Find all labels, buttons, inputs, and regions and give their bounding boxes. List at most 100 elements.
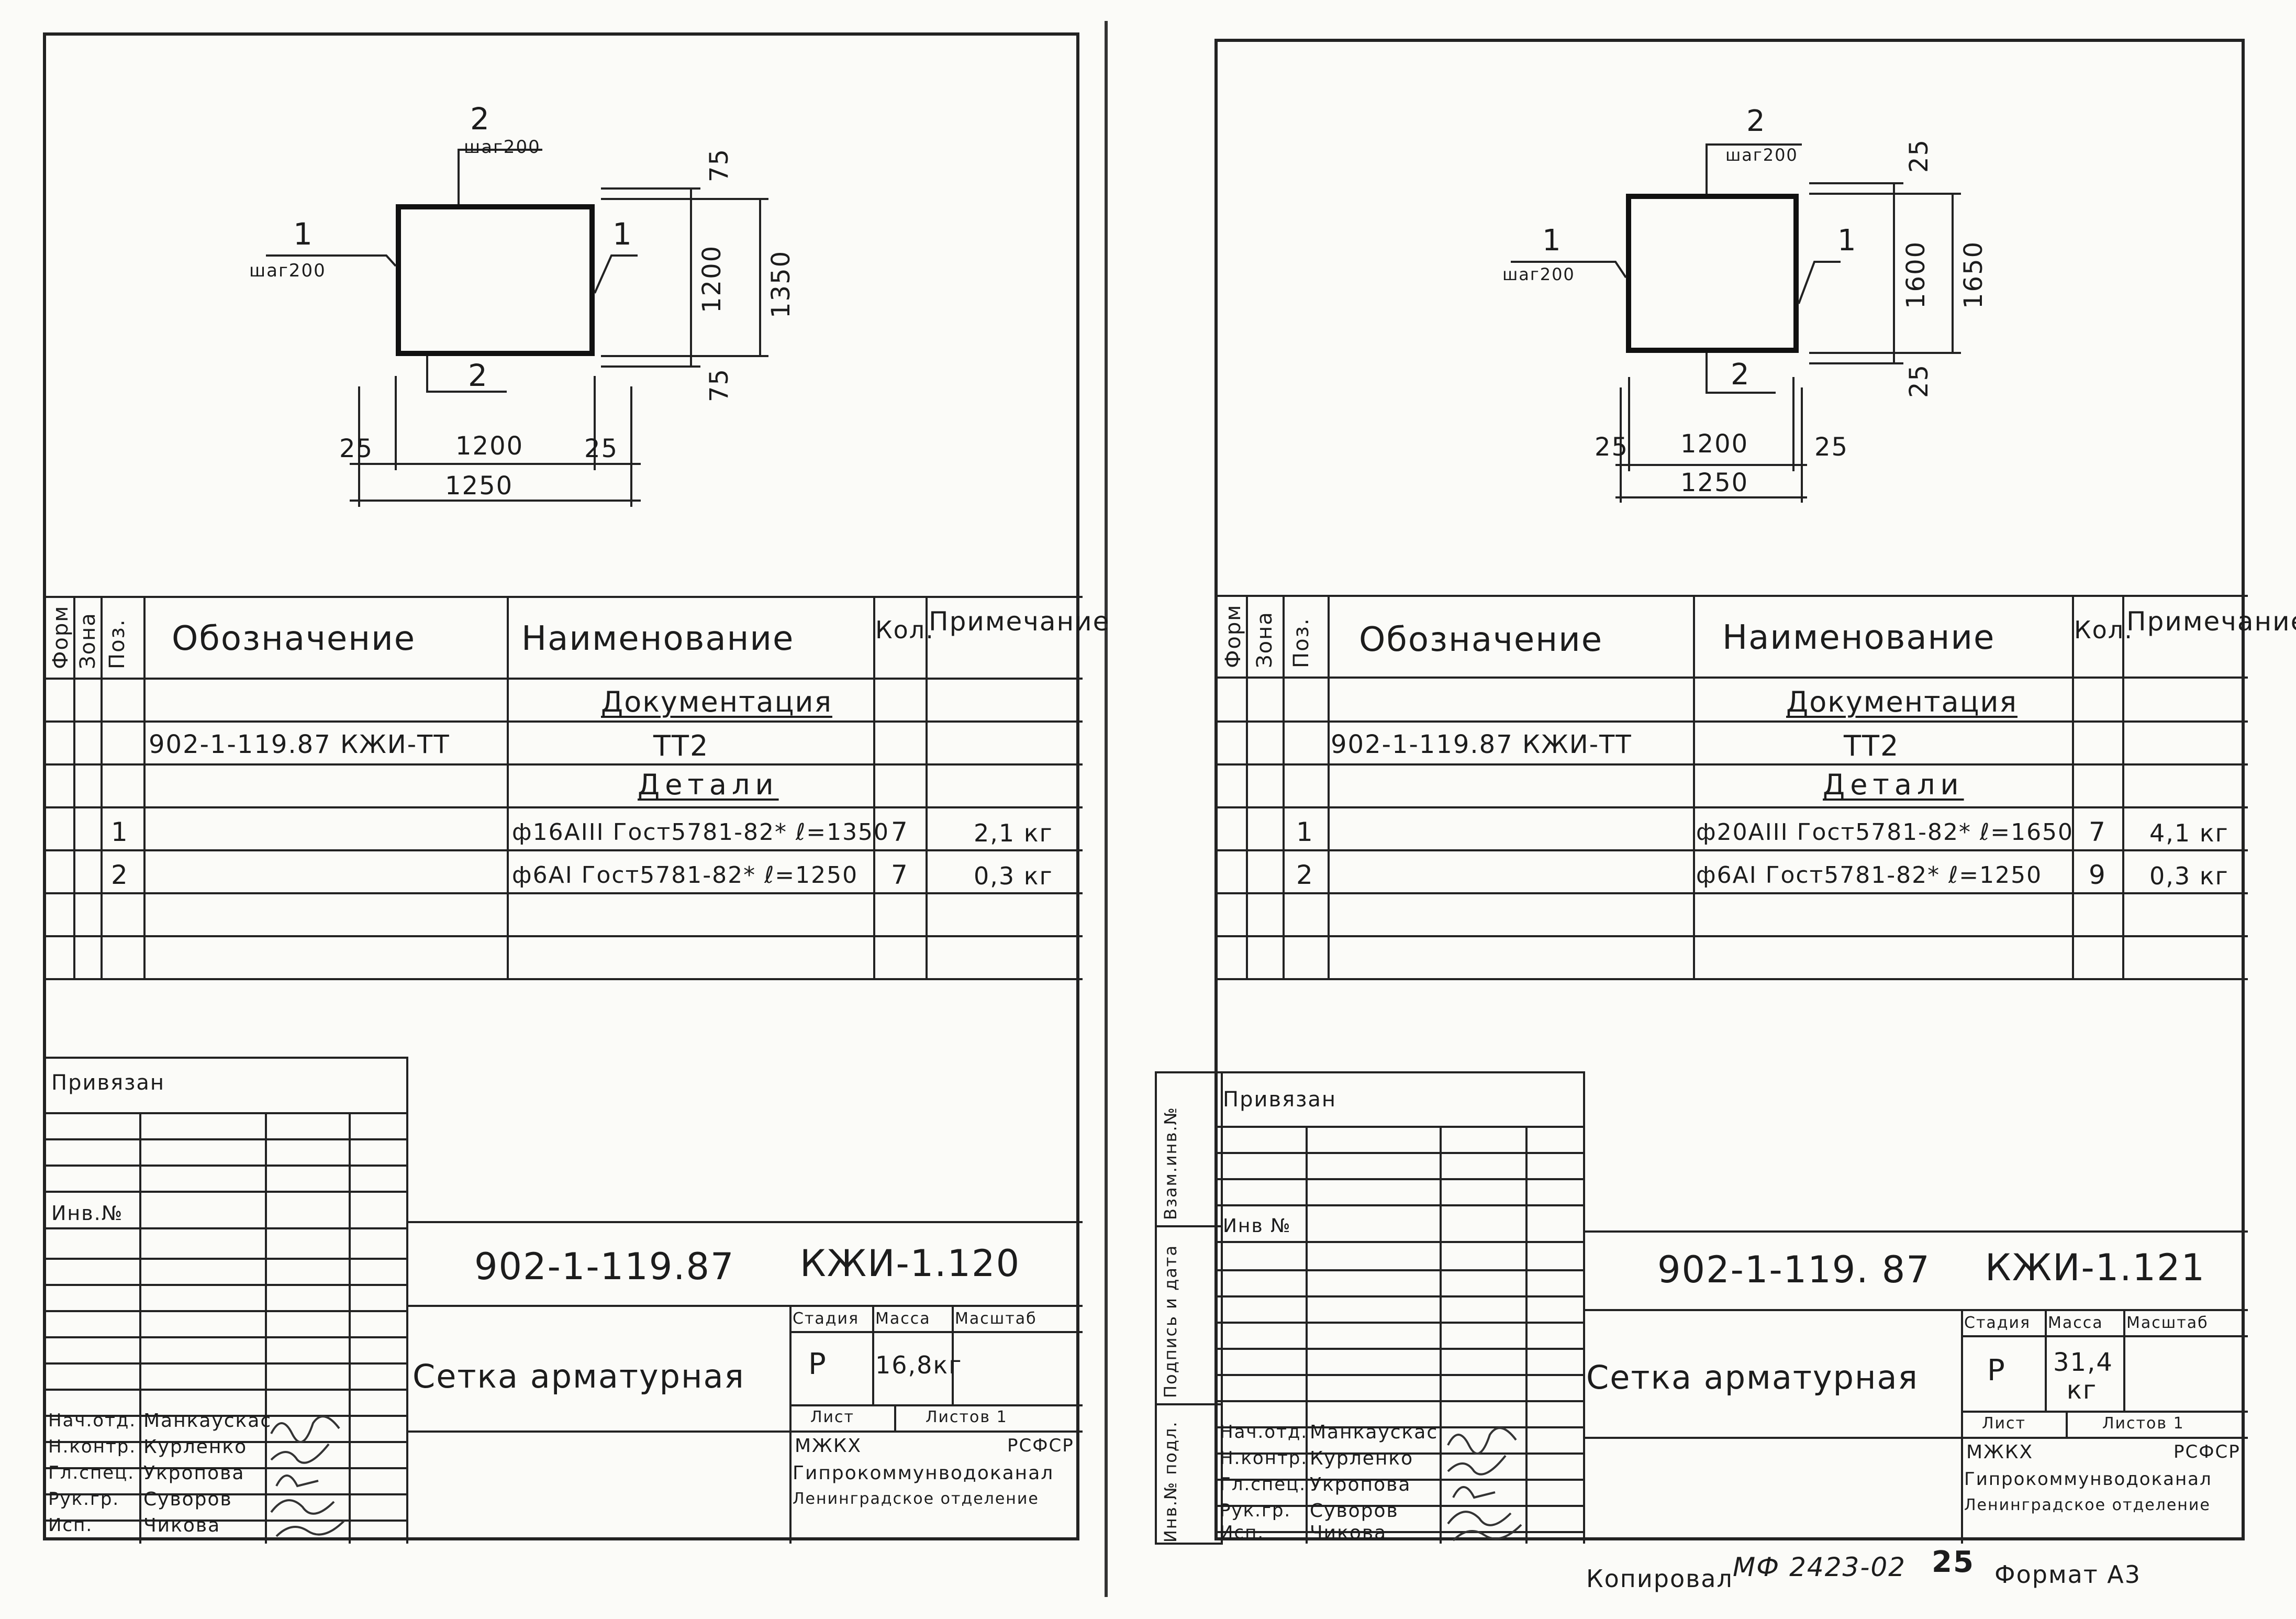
dim-left: 25 bbox=[339, 434, 374, 463]
bar-top-step: шаг200 bbox=[1725, 145, 1798, 165]
bar-bottom-label: 2 bbox=[468, 358, 488, 393]
scale-label: Масштаб bbox=[955, 1310, 1037, 1328]
stage-label: Стадия bbox=[793, 1310, 860, 1328]
org-country: РСФСР bbox=[1007, 1435, 1074, 1456]
stage-value: Р bbox=[808, 1347, 827, 1381]
document-code: 902-1-119. 87 bbox=[1657, 1248, 1931, 1291]
signatures bbox=[1447, 1427, 1522, 1542]
role-norm-control: Н.контр. bbox=[48, 1436, 137, 1457]
lists-label: Листов 1 bbox=[926, 1408, 1008, 1426]
row-pos: 2 bbox=[111, 860, 129, 890]
row-name: ТТ2 bbox=[653, 729, 709, 762]
dim-width: 1200 bbox=[455, 431, 524, 461]
format-label: Формат А3 bbox=[1994, 1560, 2141, 1589]
org-ministry: МЖКХ bbox=[795, 1435, 862, 1457]
binding-label: Привязан bbox=[51, 1071, 165, 1095]
dimension-lines bbox=[1511, 143, 1961, 503]
page-number: 25 bbox=[1932, 1545, 1975, 1579]
document-code: 902-1-119.87 bbox=[474, 1245, 735, 1288]
row-designation: 902-1-119.87 КЖИ-ТТ bbox=[149, 730, 450, 759]
row-qty: 7 bbox=[2089, 817, 2106, 847]
row-name: ф6АI Гост5781-82* ℓ=1250 bbox=[1696, 862, 2043, 889]
dim-height: 1200 bbox=[697, 245, 727, 313]
role-group-lead: Рук.гр. bbox=[1220, 1500, 1291, 1521]
header-name: Наименование bbox=[521, 619, 795, 658]
header-qty: Кол. bbox=[2074, 616, 2133, 644]
bar-left-label: 1 bbox=[293, 216, 314, 252]
row-note: 4,1 кг bbox=[2149, 819, 2229, 847]
role-chief-spec: Гл.спец. bbox=[48, 1462, 135, 1483]
org-ministry: МЖКХ bbox=[1966, 1441, 2034, 1463]
lists-label: Листов 1 bbox=[2102, 1414, 2184, 1433]
org-branch: Ленинградское отделение bbox=[793, 1490, 1039, 1508]
side-label-original-inv: Инв.№ подл. bbox=[1161, 1421, 1180, 1543]
org-institute: Гипрокоммунводоканал bbox=[793, 1462, 1054, 1484]
side-label-replacement-inv: Взам.инв.№ bbox=[1161, 1106, 1180, 1220]
bar-top-label: 2 bbox=[470, 101, 491, 137]
side-label-signature-date: Подпись и дата bbox=[1161, 1244, 1180, 1398]
org-institute: Гипрокоммунводоканал bbox=[1964, 1469, 2212, 1490]
person-executor: Чикова bbox=[143, 1515, 221, 1536]
row-name: ТТ2 bbox=[1844, 729, 1900, 762]
row-qty: 7 bbox=[891, 817, 909, 847]
bar-top bbox=[1626, 194, 1799, 199]
org-branch: Ленинградское отделение bbox=[1964, 1496, 2211, 1514]
role-norm-control: Н.контр. bbox=[1220, 1448, 1308, 1469]
row-pos: 2 bbox=[1296, 860, 1314, 890]
mass-label: Масса bbox=[2048, 1314, 2103, 1332]
signatures bbox=[270, 1415, 345, 1537]
header-qty: Кол. bbox=[875, 616, 934, 644]
bar-left-step: шаг200 bbox=[1502, 264, 1575, 284]
person-head: Манкаускас bbox=[143, 1410, 272, 1432]
header-designation: Обозначение bbox=[172, 619, 416, 658]
sheet-code: КЖИ-1.121 bbox=[1985, 1246, 2206, 1289]
row-name: ф20АIII Гост5781-82* ℓ=1650 bbox=[1696, 819, 2074, 846]
bar-left-label: 1 bbox=[1542, 224, 1562, 258]
list-label: Лист bbox=[810, 1408, 855, 1426]
bar-right-label: 1 bbox=[1837, 224, 1857, 258]
bar-right bbox=[1793, 194, 1799, 353]
row-qty: 9 bbox=[2089, 860, 2106, 890]
dim-top: 25 bbox=[1904, 138, 1934, 173]
inventory-label: Инв № bbox=[1223, 1215, 1291, 1237]
row-note: 0,3 кг bbox=[2149, 862, 2229, 890]
sheet-title: Сетка арматурная bbox=[413, 1357, 745, 1395]
dim-top: 75 bbox=[705, 148, 734, 182]
row-note: 0,3 кг bbox=[974, 862, 1053, 890]
mass-value: 16,8кг bbox=[875, 1351, 963, 1379]
row-name: ф16АIII Гост5781-82* ℓ=1350 bbox=[512, 819, 890, 846]
header-note: Примечание bbox=[2126, 606, 2296, 637]
scale-label: Масштаб bbox=[2126, 1314, 2209, 1332]
bar-left bbox=[396, 204, 401, 356]
row-name: Детали bbox=[1823, 768, 1964, 801]
dim-right: 25 bbox=[584, 434, 619, 463]
role-head: Нач.отд. bbox=[48, 1410, 137, 1431]
role-group-lead: Рук.гр. bbox=[48, 1489, 120, 1510]
person-group-lead: Суворов bbox=[1310, 1500, 1399, 1522]
dimension-lines bbox=[266, 149, 768, 507]
person-executor: Чикова bbox=[1310, 1522, 1387, 1544]
dim-total-height: 1350 bbox=[766, 250, 796, 318]
person-chief-spec: Укропова bbox=[1310, 1474, 1411, 1495]
drawing-sheet-right: 2 шаг200 1 шаг200 1 2 25 1600 1650 25 25… bbox=[1155, 39, 2296, 1545]
row-name: ф6АI Гост5781-82* ℓ=1250 bbox=[512, 862, 859, 889]
dim-height: 1600 bbox=[1901, 240, 1931, 309]
bar-top bbox=[396, 204, 595, 209]
bar-bottom-label: 2 bbox=[1731, 358, 1751, 392]
row-note: 2,1 кг bbox=[974, 819, 1053, 847]
dim-total-width: 1250 bbox=[445, 471, 514, 501]
drawing-sheet-left: 2 шаг200 1 шаг200 1 2 75 1200 1350 75 25… bbox=[43, 32, 1109, 1544]
person-norm-control: Курленко bbox=[1310, 1448, 1414, 1469]
bar-top-label: 2 bbox=[1746, 104, 1766, 138]
bar-right-label: 1 bbox=[612, 216, 633, 252]
bar-left bbox=[1626, 194, 1631, 353]
bar-bottom bbox=[1626, 348, 1799, 353]
role-executor: Исп. bbox=[48, 1515, 93, 1536]
role-chief-spec: Гл.спец. bbox=[1220, 1474, 1307, 1495]
sheet-title: Сетка арматурная bbox=[1586, 1358, 1919, 1396]
org-country: РСФСР bbox=[2174, 1441, 2241, 1462]
copied-label: Копировал bbox=[1586, 1565, 1733, 1593]
copy-number: МФ 2423-02 bbox=[1733, 1552, 1906, 1582]
row-name: Документация bbox=[1786, 685, 2018, 718]
bar-top-step: шаг200 bbox=[464, 137, 541, 158]
